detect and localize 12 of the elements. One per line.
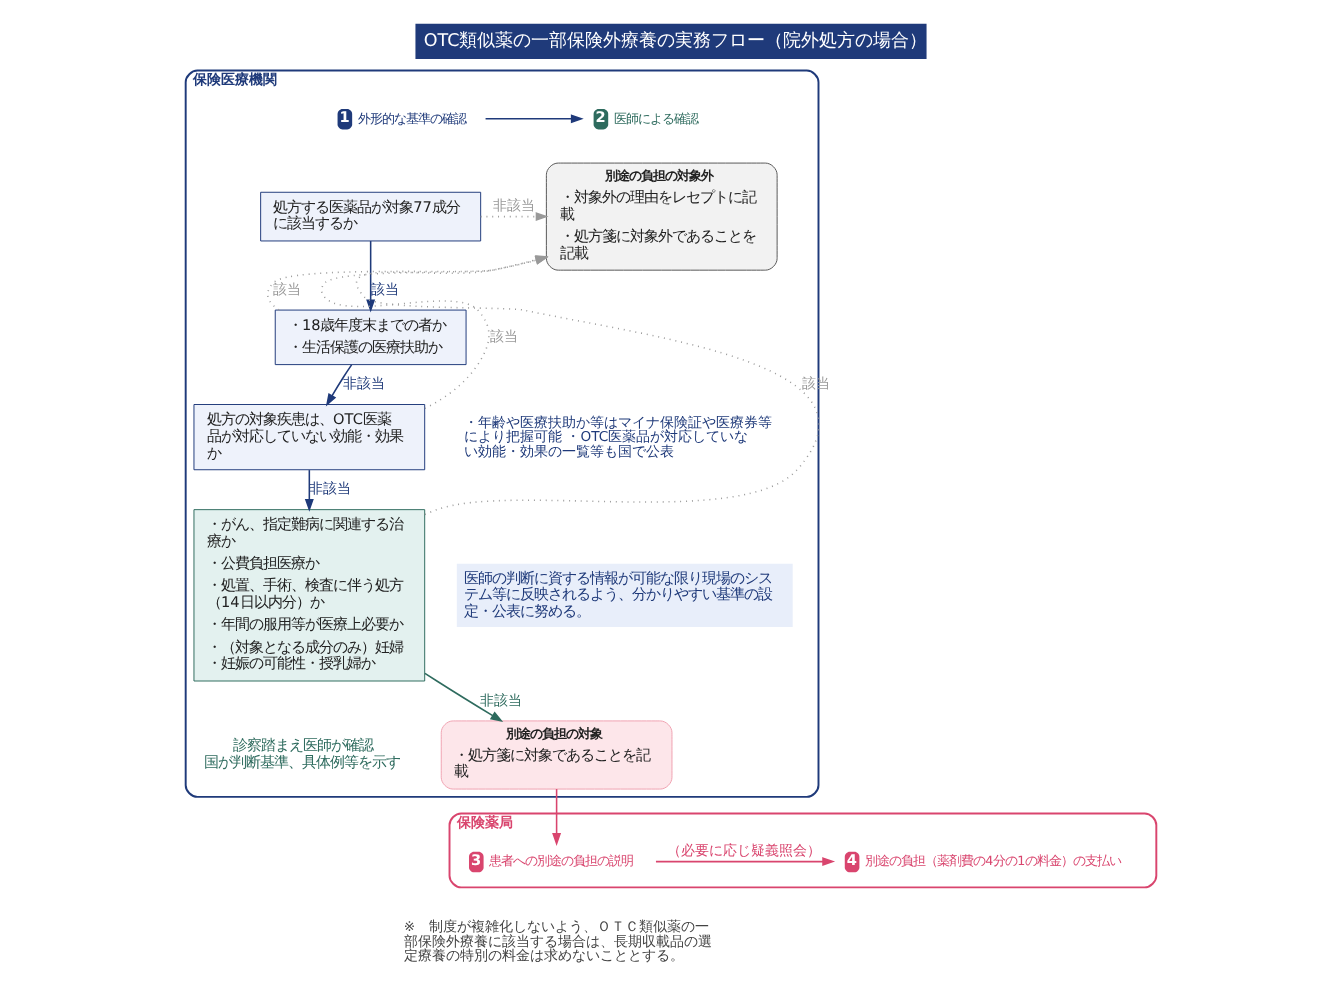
arrow xyxy=(483,114,583,124)
arrow xyxy=(478,212,548,222)
arrow xyxy=(551,788,561,846)
arrow xyxy=(354,255,819,516)
arrow xyxy=(319,255,548,410)
arrow xyxy=(423,672,503,723)
arrow xyxy=(365,240,375,313)
diagram-title: OTC類似薬の一部保険外療養の実務フロー（院外処方の場合） xyxy=(422,31,927,52)
arrow xyxy=(654,857,835,867)
arrow xyxy=(265,255,548,311)
arrow xyxy=(324,364,352,407)
arrow xyxy=(303,469,313,512)
